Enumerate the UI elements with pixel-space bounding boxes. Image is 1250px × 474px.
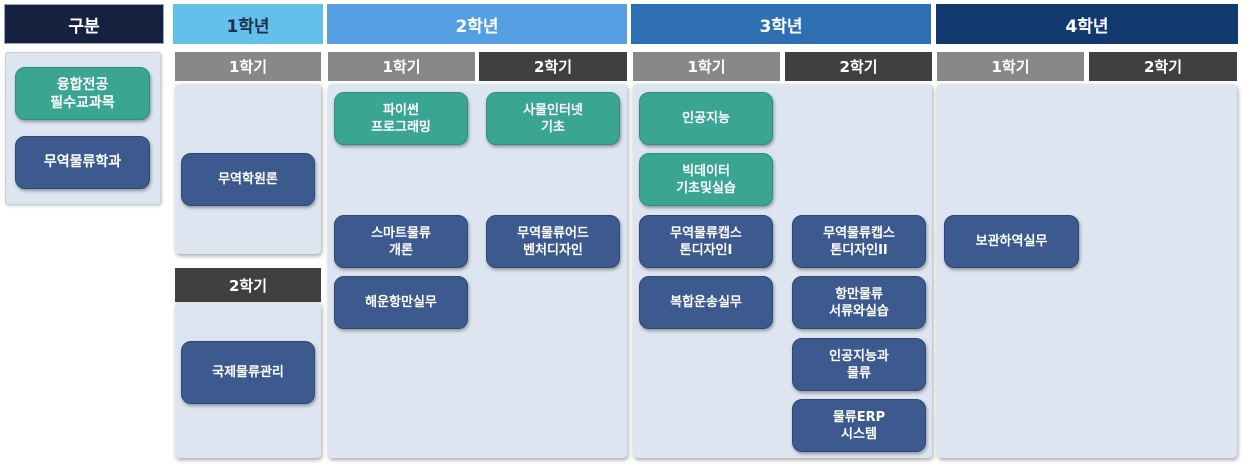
course-big-data-basics-practice: 빅데이터 기초및실습 (639, 153, 773, 206)
panel-year-2 (328, 84, 627, 458)
course-port-logistics-documents: 항만물류 서류와실습 (792, 276, 926, 329)
panel-year-3 (633, 84, 932, 458)
legend-convergence-course: 융합전공 필수교과목 (15, 67, 150, 120)
course-trade-principles: 무역학원론 (181, 153, 315, 206)
course-python-programming: 파이썬 프로그래밍 (334, 92, 468, 145)
course-capstone-design-2: 무역물류캡스 톤디자인II (792, 215, 926, 268)
semester-y1-s2: 2학기 (175, 268, 321, 302)
header-category: 구분 (4, 4, 164, 44)
header-year-2: 2학년 (327, 4, 627, 44)
course-smart-logistics-intro: 스마트물류 개론 (334, 215, 468, 268)
course-artificial-intelligence: 인공지능 (639, 92, 773, 145)
course-logistics-erp-system: 물류ERP 시스템 (792, 399, 926, 452)
course-iot-basics: 사물인터넷 기초 (486, 92, 620, 145)
semester-y3-s1: 1학기 (633, 52, 780, 81)
header-year-1: 1학년 (173, 4, 323, 44)
course-capstone-design-1: 무역물류캡스 톤디자인I (639, 215, 773, 268)
panel-year-4 (937, 84, 1237, 458)
header-year-4: 4학년 (936, 4, 1238, 44)
semester-y2-s1: 1학기 (328, 52, 475, 81)
semester-y4-s2: 2학기 (1089, 52, 1237, 81)
course-multimodal-transport-practice: 복합운송실무 (639, 276, 773, 329)
course-trade-logistics-adventure-design: 무역물류어드 벤처디자인 (486, 215, 620, 268)
semester-y2-s2: 2학기 (479, 52, 627, 81)
course-storage-handling-practice: 보관하역실무 (944, 215, 1079, 268)
course-international-logistics-management: 국제물류관리 (181, 341, 315, 404)
course-ai-and-logistics: 인공지능과 물류 (792, 338, 926, 391)
semester-y3-s2: 2학기 (785, 52, 932, 81)
course-shipping-port-practice: 해운항만실무 (334, 276, 468, 329)
semester-y4-s1: 1학기 (937, 52, 1084, 81)
legend-department-course: 무역물류학과 (15, 136, 150, 189)
semester-y1-s1: 1학기 (175, 52, 321, 81)
header-year-3: 3학년 (631, 4, 931, 44)
